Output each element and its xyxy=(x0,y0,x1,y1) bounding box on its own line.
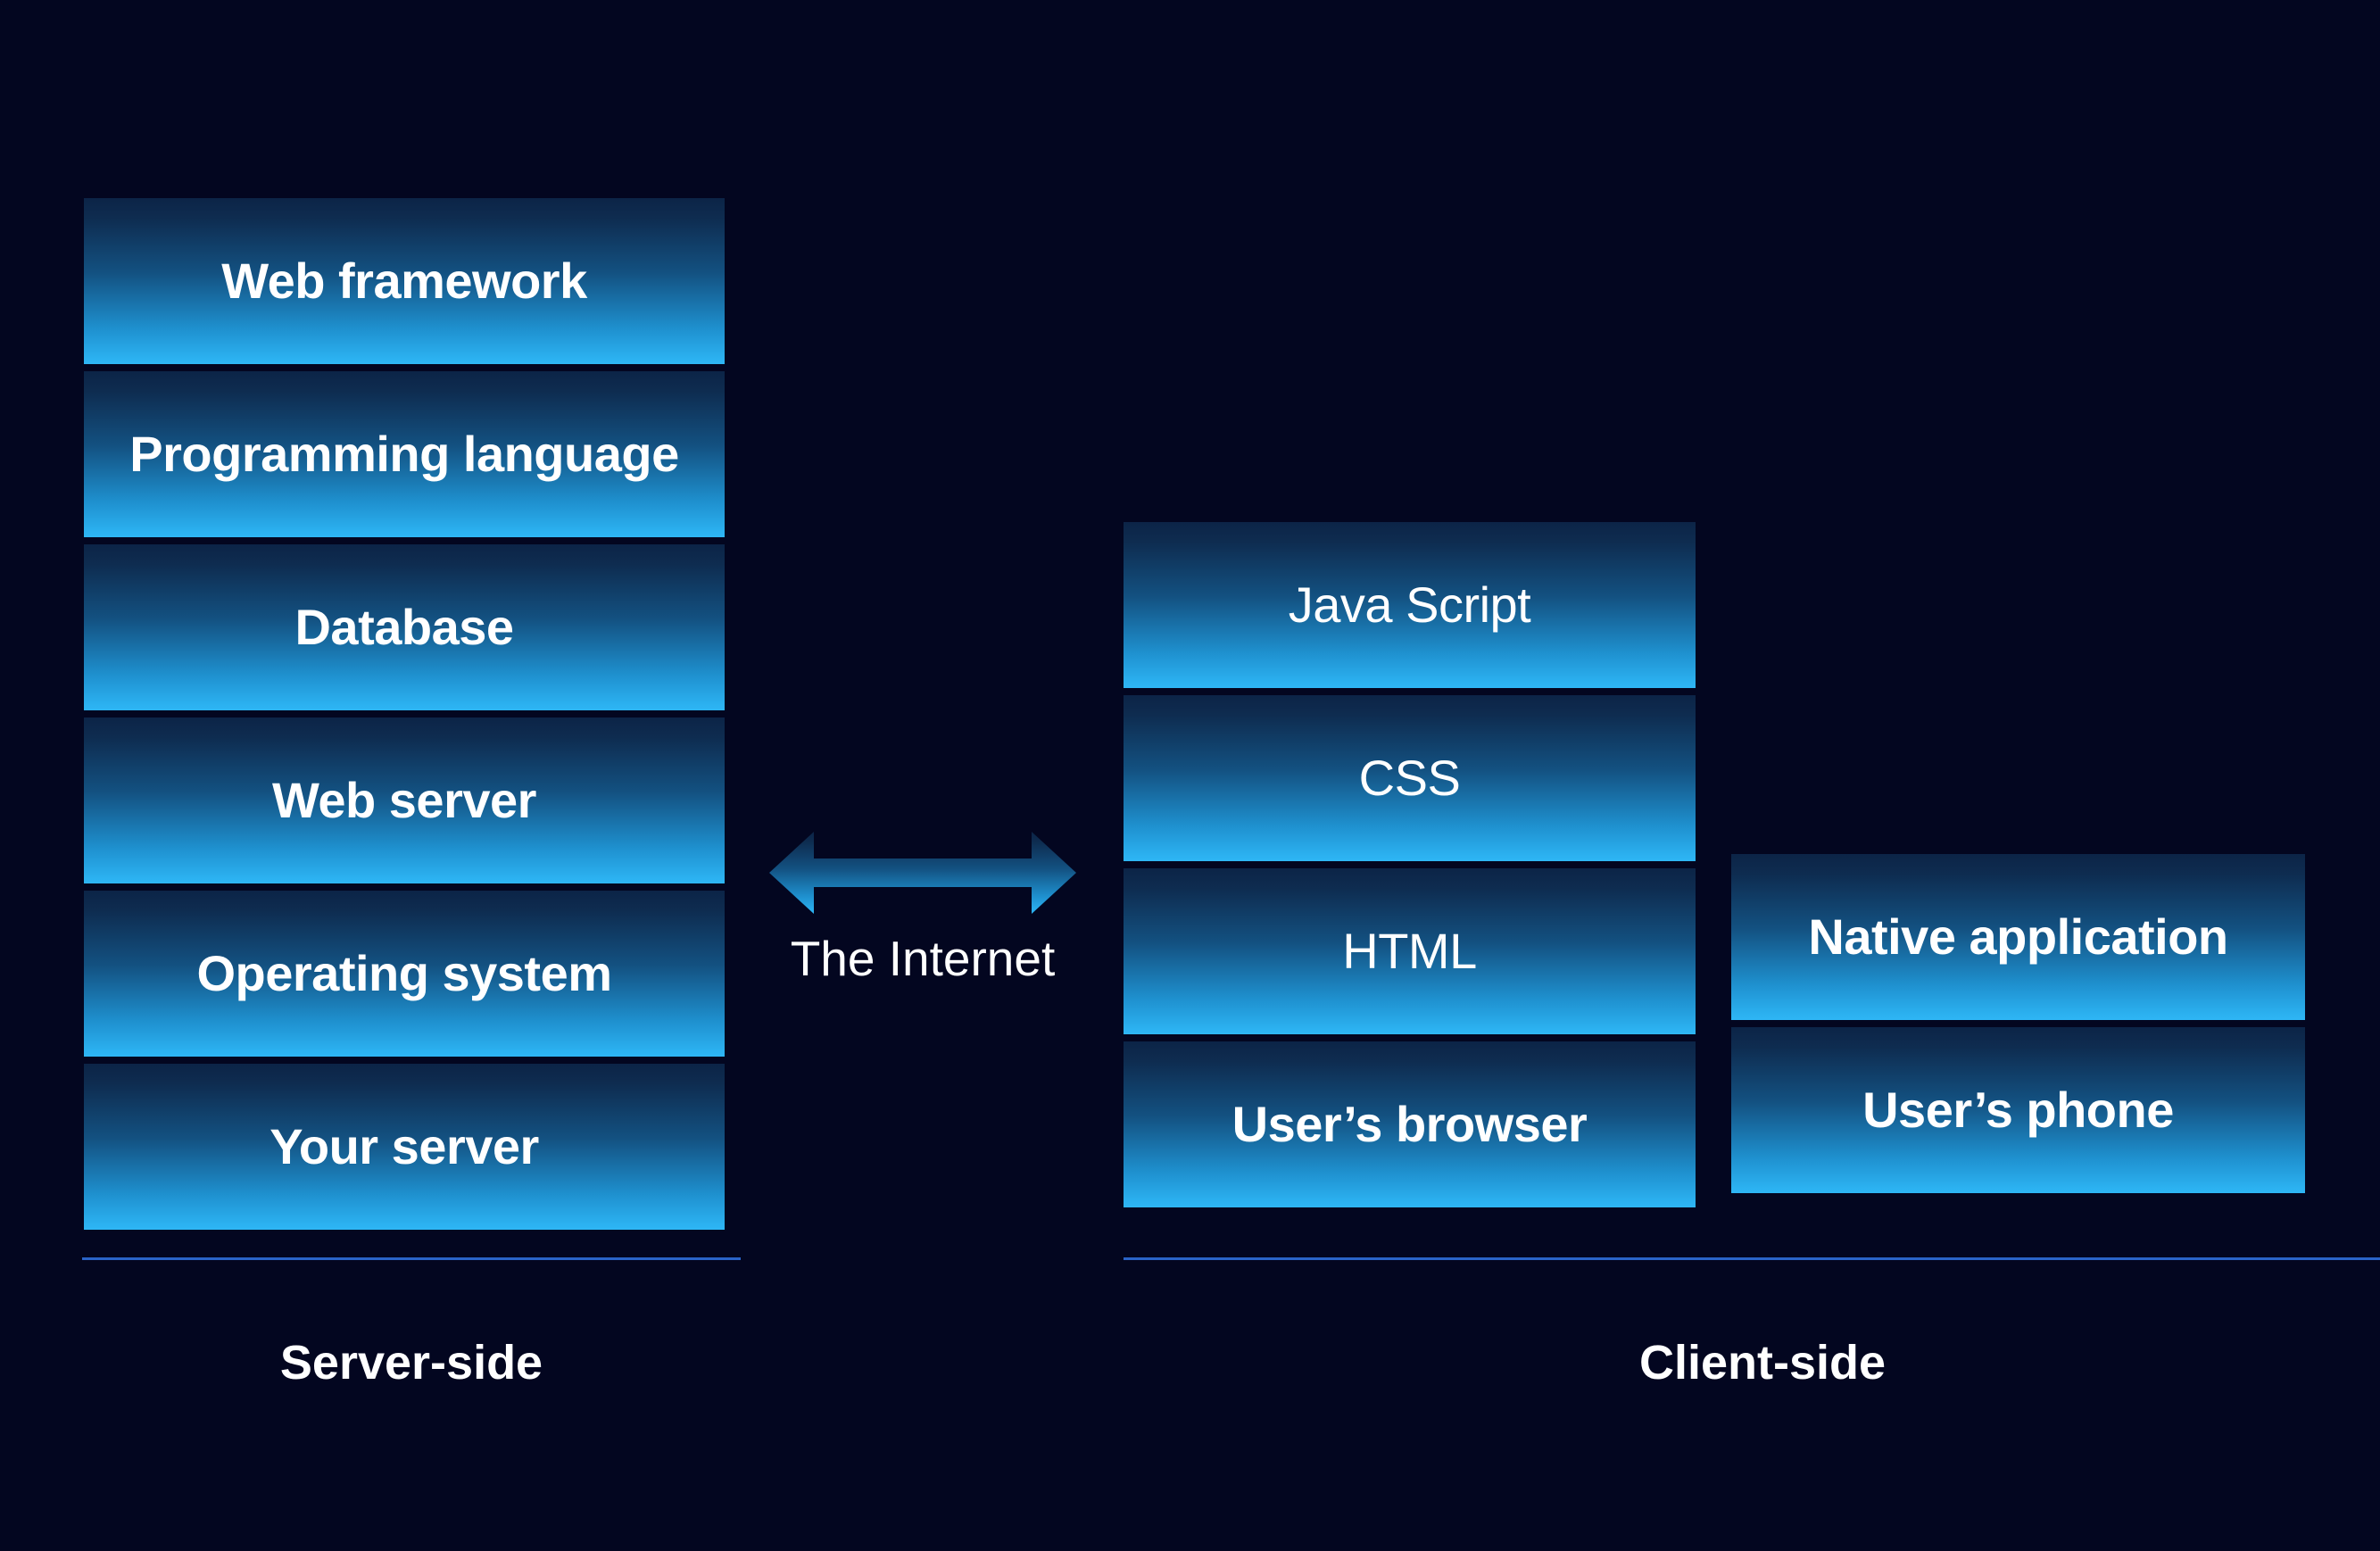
stack-box-label: Database xyxy=(294,599,514,655)
stack-box-label: Web server xyxy=(272,772,536,828)
stack-box-users-browser: User’s browser xyxy=(1124,1041,1696,1207)
stack-box-css: CSS xyxy=(1124,695,1696,861)
client-side-caption: Client-side xyxy=(1638,1336,1887,1389)
stack-box-programming-language: Programming language xyxy=(84,371,725,537)
server-side-caption: Server-side xyxy=(279,1336,543,1389)
internet-connector: The Internet xyxy=(769,832,1076,983)
stack-box-label: CSS xyxy=(1358,750,1461,806)
stack-box-web-server: Web server xyxy=(84,717,725,883)
stack-box-label: HTML xyxy=(1342,923,1477,979)
stack-box-label: Java Script xyxy=(1288,576,1531,633)
stack-box-label: Web framework xyxy=(221,253,587,309)
stack-box-operating-system: Operating system xyxy=(84,891,725,1057)
stack-box-users-phone: User’s phone xyxy=(1731,1027,2305,1193)
client-side-browser-stack: Java Script CSS HTML User’s browser xyxy=(1124,522,1696,1207)
stack-box-label: User’s phone xyxy=(1862,1082,2174,1138)
stack-box-database: Database xyxy=(84,544,725,710)
stack-box-label: Operating system xyxy=(196,945,612,1001)
stack-box-your-server: Your server xyxy=(84,1064,725,1230)
stack-box-label: Native application xyxy=(1808,908,2228,965)
internet-label: The Internet xyxy=(790,931,1056,986)
stack-box-native-application: Native application xyxy=(1731,854,2305,1020)
client-side-divider xyxy=(1124,1257,2380,1260)
stack-box-label: User’s browser xyxy=(1231,1096,1588,1152)
server-side-divider xyxy=(82,1257,741,1260)
stack-box-java-script: Java Script xyxy=(1124,522,1696,688)
stack-box-label: Programming language xyxy=(129,426,679,482)
double-headed-horizontal-arrow-icon xyxy=(769,832,1076,914)
stack-box-label: Your server xyxy=(270,1118,539,1174)
server-side-stack: Web framework Programming language Datab… xyxy=(84,198,725,1230)
stack-box-html: HTML xyxy=(1124,868,1696,1034)
client-side-native-stack: Native application User’s phone xyxy=(1731,854,2305,1193)
stack-box-web-framework: Web framework xyxy=(84,198,725,364)
